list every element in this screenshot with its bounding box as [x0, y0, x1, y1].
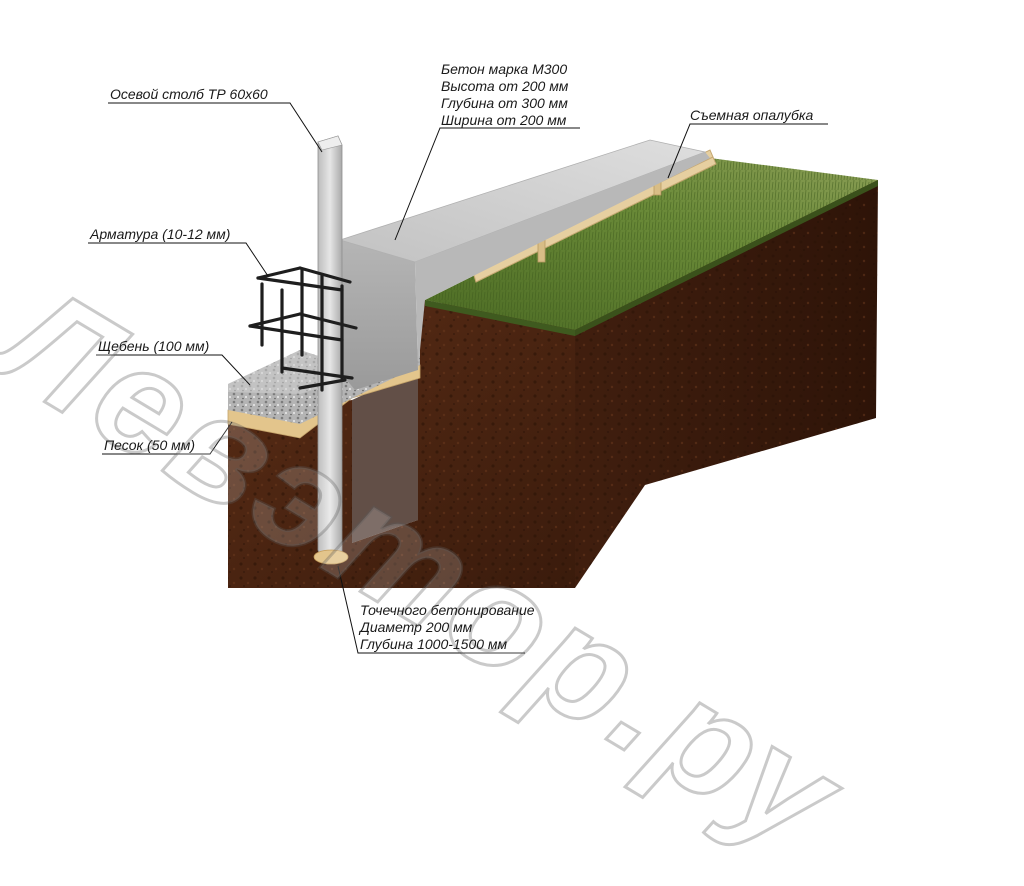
label-point-concreting-line: Глубина 1000-1500 мм	[360, 636, 535, 653]
label-point-concreting-line: Точечного бетонирование	[360, 602, 535, 619]
leader-gravel	[96, 355, 250, 385]
label-point-concreting: Точечного бетонирование Диаметр 200 мм Г…	[360, 602, 535, 653]
concrete-side-face	[340, 240, 418, 390]
label-rebar: Арматура (10-12 мм)	[90, 226, 230, 243]
label-sand: Песок (50 мм)	[104, 437, 195, 454]
trench-shadow	[352, 370, 418, 543]
leader-axial-post	[108, 103, 322, 152]
leader-rebar	[88, 243, 268, 276]
point-concreting-base	[314, 550, 348, 564]
label-concrete-line: Бетон марка М300	[441, 61, 568, 78]
label-concrete-line: Глубина от 300 мм	[441, 95, 568, 112]
label-concrete-line: Ширина от 200 мм	[441, 112, 568, 129]
label-formwork: Съемная опалубка	[690, 107, 813, 124]
label-gravel: Щебень (100 мм)	[98, 338, 209, 355]
label-concrete-line: Высота от 200 мм	[441, 78, 568, 95]
label-point-concreting-line: Диаметр 200 мм	[360, 619, 535, 636]
label-concrete: Бетон марка М300 Высота от 200 мм Глубин…	[441, 61, 568, 129]
diagram-stage: Левэтор.ру Осевой столб ТР 60x60 Бетон м…	[0, 0, 1024, 717]
label-axial-post: Осевой столб ТР 60x60	[110, 86, 268, 103]
